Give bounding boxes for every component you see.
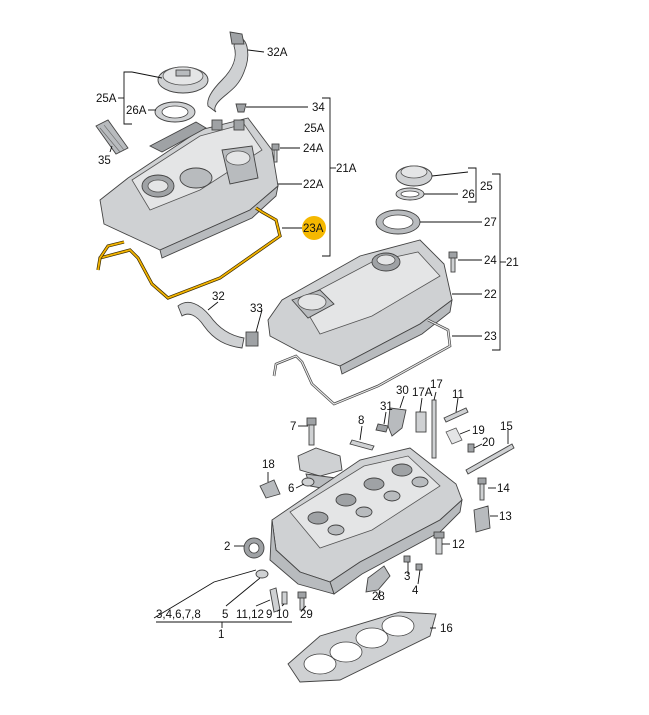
label-16: 16 <box>440 623 453 635</box>
bolt-24A <box>271 143 280 163</box>
part-labels: 32A 25A 26A 34 25A 35 24A 21A 22A 23A 25… <box>96 47 519 641</box>
label-20: 20 <box>482 437 495 449</box>
head-gasket-16 <box>287 611 437 683</box>
cylinder-head-cover-22 <box>267 239 453 375</box>
washer-6 <box>301 477 315 487</box>
label-23A: 23A <box>303 223 324 235</box>
label-22: 22 <box>484 289 497 301</box>
label-23: 23 <box>484 331 497 343</box>
label-10: 10 <box>276 609 289 621</box>
label-26: 26 <box>462 189 475 201</box>
label-9: 9 <box>266 609 272 621</box>
label-18: 18 <box>262 459 275 471</box>
small-parts-3-4 <box>403 555 423 571</box>
label-21: 21 <box>506 257 519 269</box>
label-24: 24 <box>484 255 497 267</box>
seal-26 <box>395 187 425 201</box>
label-25A-right: 25A <box>304 123 325 135</box>
label-11-top: 11 <box>452 389 464 401</box>
label-25: 25 <box>480 181 493 193</box>
bracket-18 <box>259 479 281 499</box>
label-1: 1 <box>218 629 224 641</box>
sleeve-17A <box>415 411 427 433</box>
gasket-23 <box>272 318 452 406</box>
sensor-30 <box>387 407 407 437</box>
label-17: 17 <box>430 379 443 391</box>
label-21A: 21A <box>336 163 357 175</box>
rod-15 <box>465 443 515 475</box>
label-3-4-6-7-8: 3,4,6,7,8 <box>156 609 201 621</box>
clip-33 <box>245 331 259 347</box>
bolt-24 <box>448 251 458 273</box>
clip-19 <box>445 427 463 445</box>
label-4: 4 <box>412 585 419 597</box>
label-14: 14 <box>497 483 510 495</box>
label-33: 33 <box>250 303 263 315</box>
rod-17 <box>431 399 437 459</box>
plug-20 <box>467 443 475 453</box>
label-19: 19 <box>472 425 485 437</box>
bolt-12 <box>433 531 445 555</box>
label-11-12: 11,12 <box>236 609 264 621</box>
pin-11-12 <box>269 587 281 613</box>
label-3: 3 <box>404 571 410 583</box>
label-7: 7 <box>290 421 296 433</box>
bolt-14 <box>477 477 487 501</box>
label-32A: 32A <box>267 47 288 59</box>
bracket-13 <box>473 505 491 533</box>
breather-hose-32A <box>207 31 249 113</box>
label-32: 32 <box>212 291 225 303</box>
label-2: 2 <box>224 541 230 553</box>
label-17A: 17A <box>412 387 433 399</box>
seal-ring-27 <box>375 209 421 235</box>
breather-hose-32 <box>177 302 245 349</box>
label-31: 31 <box>380 401 393 413</box>
bolt-7 <box>306 417 317 446</box>
label-5: 5 <box>222 609 228 621</box>
label-12: 12 <box>452 539 465 551</box>
oil-filler-cap-25A <box>157 66 209 94</box>
label-29: 29 <box>300 609 313 621</box>
cylinder-head-cover-22A <box>99 117 279 259</box>
label-26A: 26A <box>126 105 147 117</box>
label-24A: 24A <box>303 143 324 155</box>
label-34: 34 <box>312 102 325 114</box>
label-25A-left: 25A <box>96 93 117 105</box>
part-10 <box>281 591 288 605</box>
highlight-badge-23A <box>302 216 326 240</box>
label-13: 13 <box>499 511 512 523</box>
label-35: 35 <box>98 155 111 167</box>
label-15: 15 <box>500 421 513 433</box>
seal-2 <box>243 537 265 559</box>
filter-insert-35 <box>95 119 129 155</box>
cylinder-head-block <box>269 447 463 595</box>
part-5 <box>255 569 269 579</box>
part-31 <box>375 423 389 433</box>
label-27: 27 <box>484 217 497 229</box>
oil-filler-cap-25 <box>395 165 433 187</box>
label-8: 8 <box>358 415 364 427</box>
label-22A: 22A <box>303 179 324 191</box>
seal-26A <box>154 101 196 123</box>
pin-11 <box>443 407 469 423</box>
leader-lines <box>109 49 509 629</box>
label-30: 30 <box>396 385 409 397</box>
label-28: 28 <box>372 591 385 603</box>
part-34 <box>235 103 247 113</box>
gasket-23A-highlighted <box>96 206 282 300</box>
label-6: 6 <box>288 483 294 495</box>
pin-8 <box>349 439 375 451</box>
bracket-28 <box>365 565 391 593</box>
